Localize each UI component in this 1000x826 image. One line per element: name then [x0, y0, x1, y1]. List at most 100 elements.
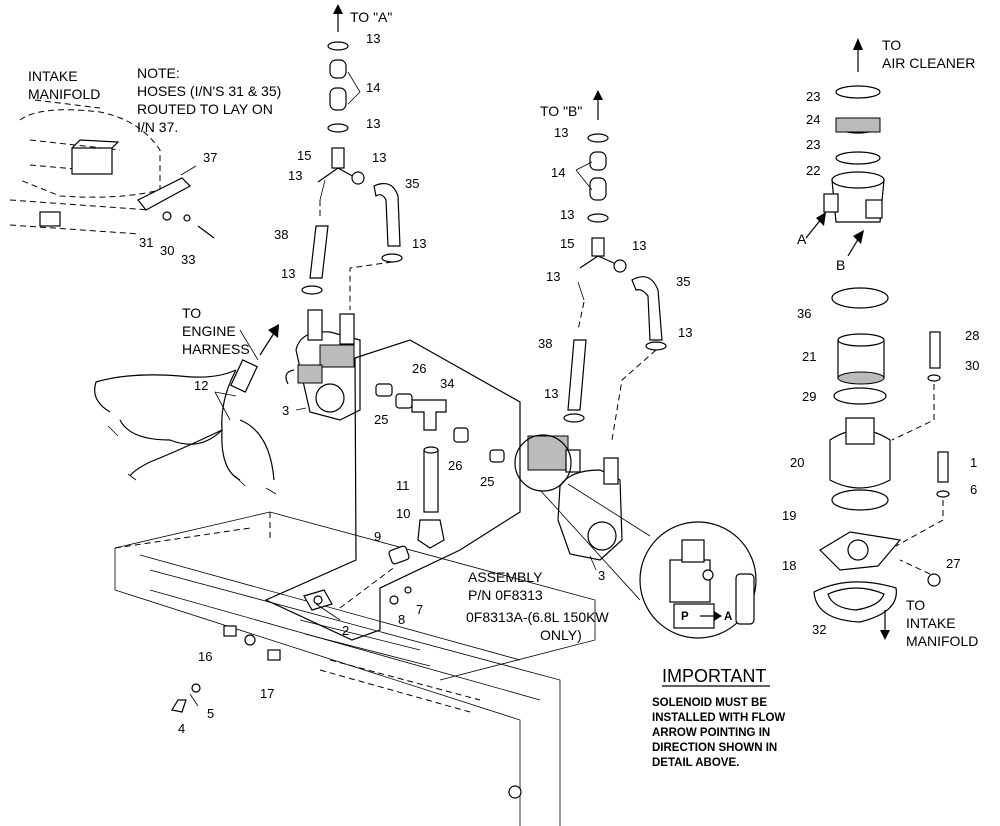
to-intake-manifold-3: MANIFOLD — [906, 633, 978, 649]
left-hose-stack — [301, 4, 403, 310]
callout-6: 6 — [970, 482, 977, 497]
callout-33: 33 — [181, 252, 195, 267]
leader-lines — [171, 71, 597, 713]
important-text-5: DETAIL ABOVE. — [652, 757, 739, 769]
flow-letter-a: A — [797, 231, 807, 247]
intake-manifold-label-1: INTAKE — [28, 68, 78, 84]
callout-13: 13 — [366, 31, 380, 46]
callout-36: 36 — [797, 306, 811, 321]
to-intake-manifold-1: TO — [906, 597, 925, 613]
callout-30: 30 — [160, 243, 174, 258]
engine-harness-3: HARNESS — [182, 341, 250, 357]
valve-port-a: A — [724, 611, 732, 623]
callout-26: 26 — [412, 361, 426, 376]
callout-25: 25 — [480, 474, 494, 489]
callout-5: 5 — [207, 706, 214, 721]
callout-30: 30 — [965, 358, 979, 373]
callout-35: 35 — [676, 274, 690, 289]
hoses-note-2: HOSES (I/N'S 31 & 35) — [137, 83, 281, 99]
intake-manifold-label-2: MANIFOLD — [28, 86, 100, 102]
callout-numbers: 13 14 13 15 13 13 35 37 31 30 33 38 13 1… — [139, 31, 979, 736]
callout-15: 15 — [560, 236, 574, 251]
callout-14: 14 — [366, 80, 380, 95]
callout-11: 11 — [396, 478, 410, 493]
callout-7: 7 — [416, 602, 423, 617]
callout-22: 22 — [806, 163, 820, 178]
valve-port-p: P — [681, 611, 689, 623]
solenoid-detail: P A — [669, 539, 755, 629]
callout-13: 13 — [632, 238, 646, 253]
assembly-outline — [264, 339, 521, 641]
center-hose-stack — [563, 90, 667, 441]
air-cleaner-stack — [805, 38, 950, 640]
callout-20: 20 — [790, 455, 804, 470]
callout-14: 14 — [551, 165, 565, 180]
callout-13: 13 — [554, 125, 568, 140]
callout-13: 13 — [678, 325, 692, 340]
text-notes: INTAKE MANIFOLD NOTE: HOSES (I/N'S 31 & … — [28, 9, 978, 769]
callout-25: 25 — [374, 412, 388, 427]
callout-31: 31 — [139, 235, 153, 250]
assembly-label-3: 0F8313A-(6.8L 150KW — [466, 609, 609, 625]
callout-26: 26 — [448, 458, 462, 473]
callout-13: 13 — [366, 116, 380, 131]
callout-35: 35 — [405, 176, 419, 191]
callout-13: 13 — [281, 266, 295, 281]
wire-harness — [94, 324, 279, 495]
assembly-label-1: ASSEMBLY — [468, 569, 543, 585]
important-text-2: INSTALLED WITH FLOW — [652, 712, 785, 724]
center-regulator — [514, 434, 757, 639]
important-text-1: SOLENOID MUST BE — [652, 697, 767, 709]
engine-harness-1: TO — [182, 305, 201, 321]
callout-13: 13 — [560, 207, 574, 222]
callout-23: 23 — [806, 137, 820, 152]
callout-32: 32 — [812, 622, 826, 637]
callout-24: 24 — [806, 112, 820, 127]
callout-13: 13 — [412, 236, 426, 251]
hoses-note-1: NOTE: — [137, 65, 180, 81]
callout-27: 27 — [946, 556, 960, 571]
callout-13: 13 — [544, 386, 558, 401]
callout-13: 13 — [546, 269, 560, 284]
callout-9: 9 — [374, 529, 381, 544]
assembly-label-4: ONLY) — [540, 627, 582, 643]
hoses-note-3: ROUTED TO LAY ON — [137, 101, 273, 117]
to-air-cleaner-1: TO — [882, 37, 901, 53]
callout-34: 34 — [440, 376, 454, 391]
callout-3: 3 — [598, 568, 605, 583]
callout-10: 10 — [396, 506, 410, 521]
callout-18: 18 — [782, 558, 796, 573]
callout-12: 12 — [194, 378, 208, 393]
callout-2: 2 — [342, 623, 349, 638]
callout-21: 21 — [802, 349, 816, 364]
callout-38: 38 — [274, 227, 288, 242]
callout-4: 4 — [178, 721, 185, 736]
callout-38: 38 — [538, 336, 552, 351]
callout-19: 19 — [782, 508, 796, 523]
intake-manifold-sketch — [9, 99, 215, 239]
callout-13: 13 — [372, 150, 386, 165]
to-a-label: TO "A" — [350, 9, 392, 25]
important-text-3: ARROW POINTING IN — [652, 727, 770, 739]
left-regulator — [285, 309, 361, 421]
callout-17: 17 — [260, 686, 274, 701]
callout-15: 15 — [297, 148, 311, 163]
callout-8: 8 — [398, 612, 405, 627]
important-text-4: DIRECTION SHOWN IN — [652, 742, 777, 754]
callout-3: 3 — [282, 403, 289, 418]
hoses-note-4: I/N 37. — [137, 119, 178, 135]
callout-16: 16 — [198, 649, 212, 664]
callout-28: 28 — [965, 328, 979, 343]
to-intake-manifold-2: INTAKE — [906, 615, 956, 631]
base-frame — [114, 511, 596, 826]
callout-29: 29 — [802, 389, 816, 404]
assembly-label-2: P/N 0F8313 — [468, 587, 543, 603]
callout-37: 37 — [203, 150, 217, 165]
to-b-label: TO "B" — [540, 103, 582, 119]
important-title: IMPORTANT — [662, 666, 766, 686]
callout-1: 1 — [970, 455, 977, 470]
callout-23: 23 — [806, 89, 820, 104]
flow-letter-b: B — [836, 257, 845, 273]
